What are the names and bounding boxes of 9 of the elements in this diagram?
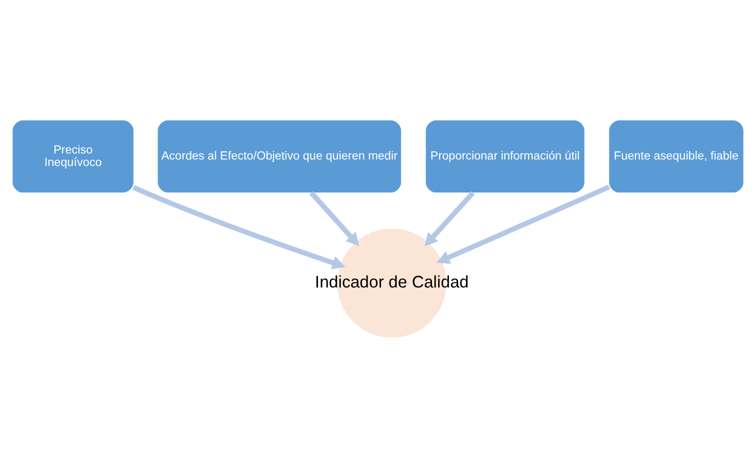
arrow bbox=[436, 184, 610, 264]
node-box: Preciso Inequívoco bbox=[12, 120, 134, 192]
arrow bbox=[132, 184, 346, 269]
node-box: Proporcionar información útil bbox=[426, 120, 584, 192]
node-label: Indicador de Calidad bbox=[314, 272, 469, 291]
arrow bbox=[424, 190, 475, 246]
node-box: Fuente asequible, fiable bbox=[609, 120, 744, 192]
arrow bbox=[309, 190, 360, 246]
node-box: Acordes al Efecto/Objetivo que quieren medir bbox=[158, 120, 402, 192]
